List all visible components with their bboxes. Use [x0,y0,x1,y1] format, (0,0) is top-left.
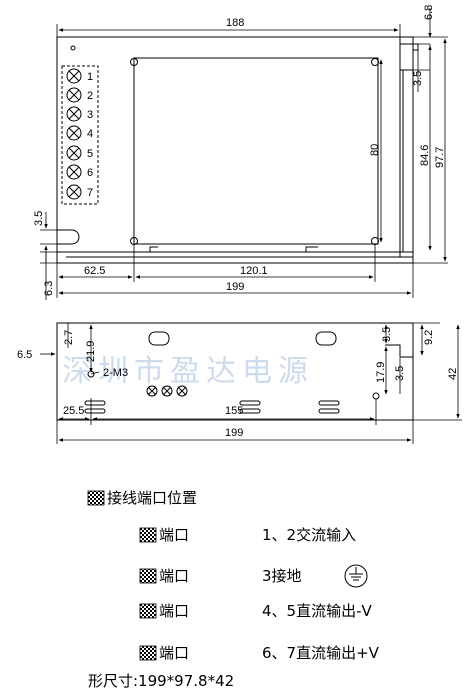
legend-row4-label: 端口 [159,644,190,662]
terminal-number-5: 5 [87,148,93,160]
terminal-4 [66,125,82,141]
terminal-1 [66,68,82,84]
dim-6-8: 6.8 [423,5,435,20]
terminal-2 [66,87,82,103]
top-small-tab-1 [149,246,158,252]
legend-title-square [87,490,105,506]
legend-row1-square [139,527,157,543]
legend-row3-label: 端口 [159,602,190,620]
terminal-number-4: 4 [87,128,93,140]
top-hole-corner [70,45,76,51]
dim-2-7: 2.7 [63,330,75,345]
top-bottom-flange [57,251,413,258]
top-small-tab-2 [305,246,318,252]
dim-3-5-left: 3.5 [33,211,45,226]
dim-199-top: 199 [226,281,244,293]
top-hole-br [371,237,379,245]
legend-title: 接线端口位置 [107,489,198,507]
terminal-number-2: 2 [87,90,93,102]
side-slot-2 [315,331,337,346]
side-hole-right [372,392,380,400]
dim-120-1: 120.1 [240,265,268,277]
terminal-number-7: 7 [87,187,93,199]
dim-17-9: 17.9 [375,362,387,383]
terminal-number-1: 1 [87,71,93,83]
dim-9-2: 9.2 [423,330,435,345]
dim-6-3: 6.3 [43,281,55,296]
side-right-notch [385,344,413,358]
top-view [56,36,419,264]
terminal-screws [66,68,82,200]
dim-80: 80 [369,144,381,156]
dim-21-9: 21.9 [85,341,97,362]
legend-row2-square [139,568,157,584]
legend-row1-label: 端口 [159,526,190,544]
side-dimension-lines [40,322,462,444]
dim-97-7: 97.7 [434,147,446,168]
top-hole-tr [371,58,379,66]
top-slot-left [57,229,80,245]
terminal-number-3: 3 [87,109,93,121]
dim-62-5: 62.5 [84,265,105,277]
terminal-numbers: 1 2 3 4 5 6 7 [87,71,93,199]
overall-size: 形尺寸:199*97.8*42 [88,672,235,690]
dim-6-5: 6.5 [17,349,32,361]
side-dimension-texts: 6.5 2.7 21.9 2-M3 3.5 9.2 17.9 3.5 42 25… [17,327,459,439]
legend-row3-desc: 4、5直流输出-V [262,602,372,620]
top-pcb-outline [133,57,379,245]
dim-3-5-side-b: 3.5 [394,366,406,381]
dim-2-m3: 2-M3 [103,367,128,379]
dim-42: 42 [447,368,459,380]
dim-3-5-side-a: 3.5 [381,327,393,342]
top-dimension-lines [40,8,448,300]
dim-188: 188 [226,17,244,29]
legend-row4-square [139,645,157,661]
dim-3-5-top: 3.5 [412,71,424,86]
dim-84-6: 84.6 [419,145,431,166]
watermark: 深圳市盈达电源 [62,354,314,389]
terminal-block [61,65,99,205]
dim-199-side: 199 [225,427,243,439]
dim-25-5: 25.5 [63,405,84,417]
side-slot-1 [148,331,170,346]
terminal-7 [66,184,82,200]
legend-row2-label: 端口 [159,567,190,585]
dim-155: 155 [225,405,243,417]
legend-row2-desc: 3接地 [262,567,302,585]
ground-icon [344,564,368,588]
terminal-5 [66,145,82,161]
legend-row4-desc: 6、7直流输出+V [262,644,379,662]
terminal-number-6: 6 [87,167,93,179]
top-hole-tl [130,58,138,66]
legend-row1-desc: 1、2交流输入 [262,526,357,544]
terminal-6 [66,164,82,180]
legend-row3-square [139,603,157,619]
top-dimension-texts: 188 6.8 3.5 84.6 97.7 80 3.5 6.3 62.5 12… [33,5,446,296]
side-screws [146,385,188,397]
terminal-3 [66,106,82,122]
side-vent-slots [84,400,340,414]
top-case-outline [56,36,414,264]
